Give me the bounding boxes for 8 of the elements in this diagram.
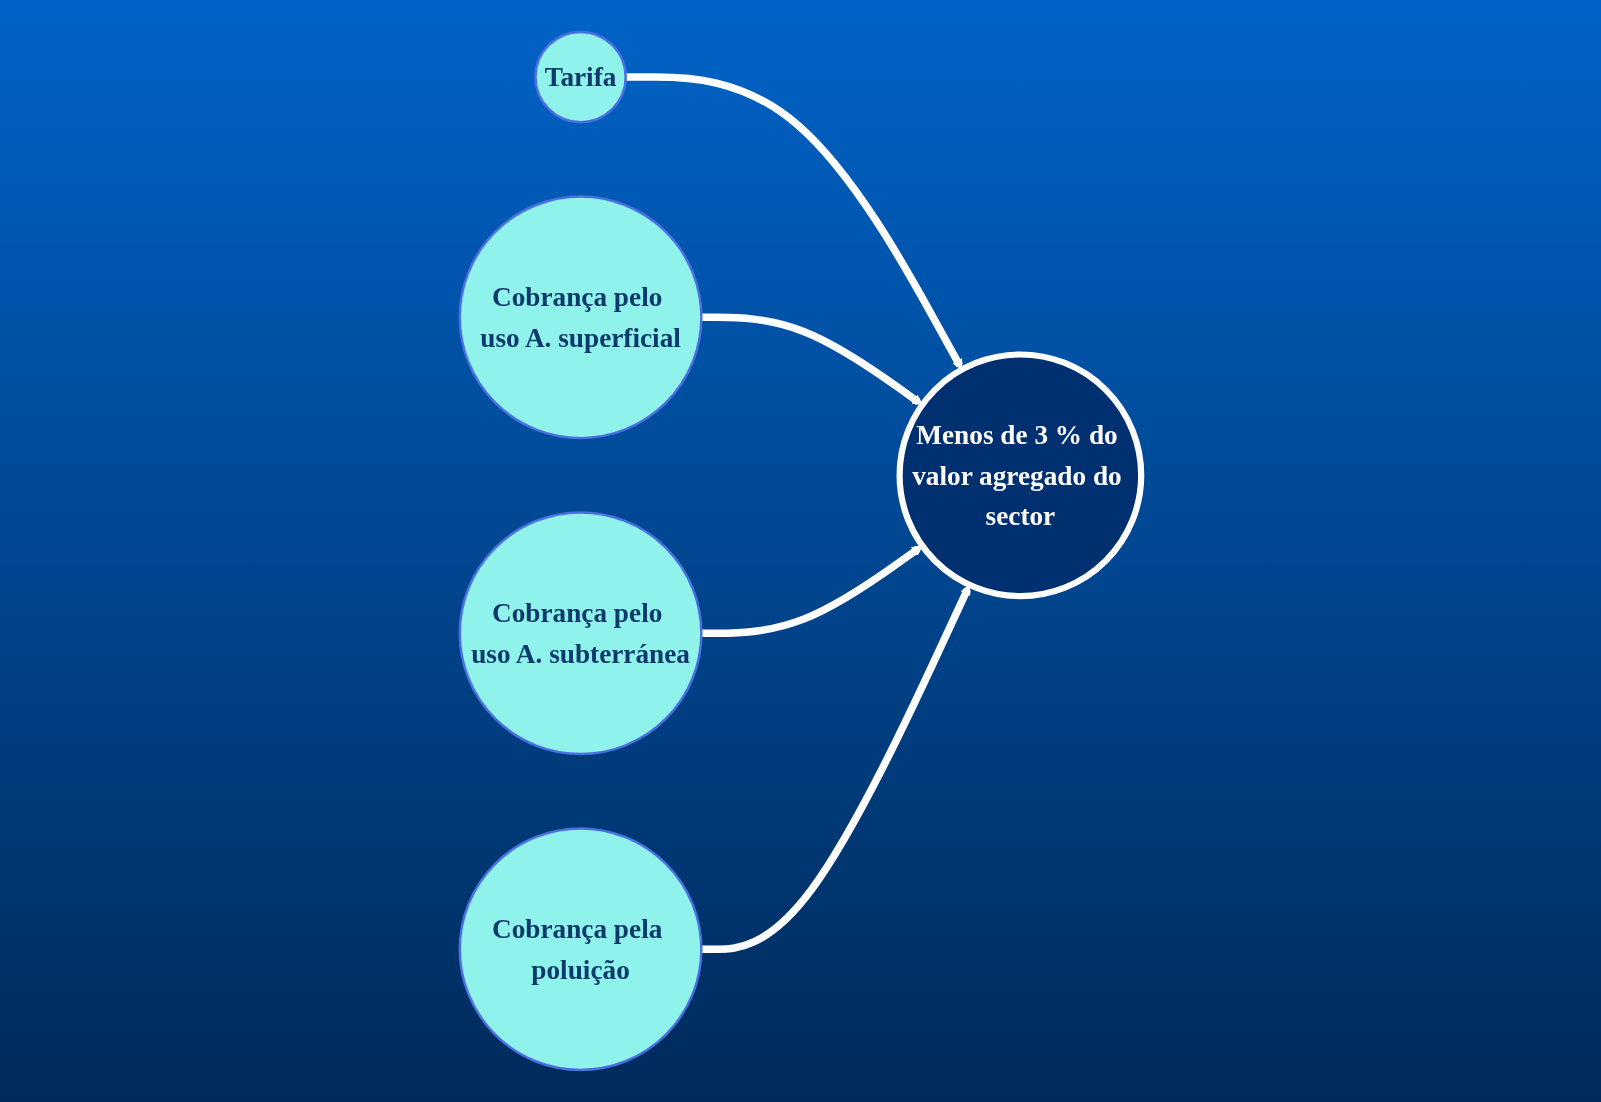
arrow [625, 73, 963, 371]
arrow [701, 545, 923, 637]
node-circle: Cobrança pelo uso A. subterránea [458, 511, 703, 756]
arrow [701, 313, 923, 406]
node-circle: Cobrança pelo uso A. superficial [458, 195, 703, 440]
node-circle: Menos de 3 % do valor agregado do sector [896, 351, 1145, 600]
node-circle: Tarifa [534, 30, 627, 124]
node-circle: Cobrança pela poluição [458, 827, 703, 1072]
